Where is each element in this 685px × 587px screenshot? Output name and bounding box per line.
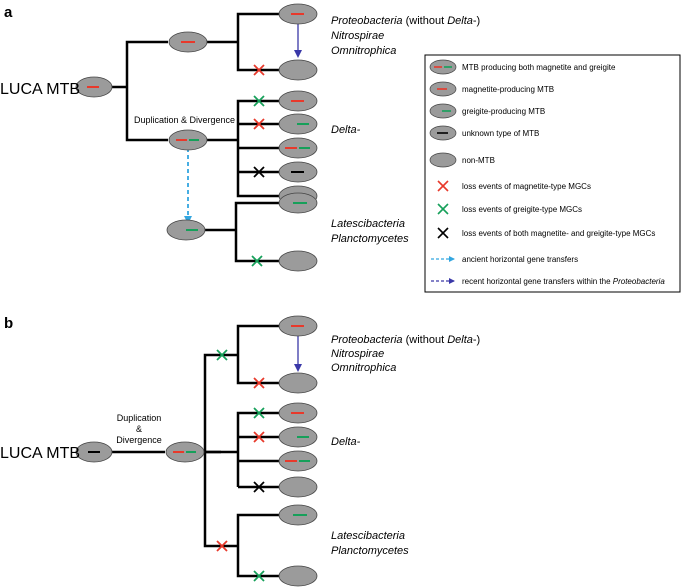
leaf-b-delta-3 <box>278 450 318 472</box>
legend-label: unknown type of MTB <box>462 129 539 138</box>
leaf-b-delta-2 <box>278 426 318 448</box>
legend-symbol-loss-magnetite <box>437 180 449 192</box>
legend-symbol-unknown <box>429 125 457 141</box>
legend-label: recent horizontal gene transfers within … <box>462 277 665 286</box>
svg-text:&: & <box>136 424 142 434</box>
leaf-a-latesci-2 <box>278 250 318 272</box>
legend-box <box>424 54 681 293</box>
group-label-proteobacteria: Proteobacteria (without Delta-) <box>331 15 480 27</box>
loss-greigite-marker <box>216 349 228 361</box>
group-label-latescibacteria: Latescibacteria <box>331 218 405 230</box>
legend-symbol-loss-both <box>437 227 449 239</box>
legend-label: magnetite-producing MTB <box>462 85 554 94</box>
legend-label: loss events of greigite-type MGCs <box>462 205 582 214</box>
loss-magnetite-marker <box>253 431 265 443</box>
node-luca-unknown <box>75 441 113 463</box>
legend-label: ancient horizontal gene transfers <box>462 255 578 264</box>
leaf-a-proteo-2 <box>278 59 318 81</box>
loss-greigite-marker <box>253 95 265 107</box>
loss-both-marker <box>253 481 265 493</box>
node-a-top-internal <box>168 31 208 53</box>
panel-a-duplication-label: Duplication & Divergence <box>134 115 235 125</box>
loss-greigite-marker <box>253 407 265 419</box>
legend-label: MTB producing both magnetite and greigit… <box>462 63 616 72</box>
panel-b: b <box>0 315 480 587</box>
panel-a-root-label: LUCA MTB <box>0 81 80 98</box>
panel-b-label: b <box>4 315 13 332</box>
loss-magnetite-marker <box>216 540 228 552</box>
legend-symbol-non-mtb <box>429 152 457 168</box>
group-label-proteobacteria: Proteobacteria (without Delta-) <box>331 334 480 346</box>
group-label-planctomycetes: Planctomycetes <box>331 545 409 557</box>
leaf-a-delta-4 <box>278 161 318 183</box>
svg-text:Duplication: Duplication <box>117 413 162 423</box>
panel-a-nodes <box>75 3 318 272</box>
group-label-nitrospirae: Nitrospirae <box>331 30 384 42</box>
leaf-b-proteo-2 <box>278 372 318 394</box>
leaf-b-delta-1 <box>278 402 318 424</box>
group-label-latescibacteria: Latescibacteria <box>331 530 405 542</box>
leaf-b-latesci-2 <box>278 565 318 587</box>
legend-symbol-greigite <box>429 103 457 119</box>
loss-magnetite-marker <box>253 64 265 76</box>
node-a-latesci-internal <box>166 219 206 241</box>
leaf-a-delta-2 <box>278 113 318 135</box>
loss-greigite-marker <box>251 255 263 267</box>
panel-b-nodes <box>75 315 318 587</box>
leaf-a-delta-3 <box>278 137 318 159</box>
leaf-b-latesci-1 <box>278 504 318 526</box>
leaf-b-proteo-1 <box>278 315 318 337</box>
group-label-delta: Delta- <box>331 436 361 448</box>
leaf-a-proteo-1 <box>278 3 318 25</box>
panel-b-losses <box>216 349 265 582</box>
loss-greigite-marker <box>253 570 265 582</box>
legend-symbol-loss-greigite <box>437 203 449 215</box>
leaf-a-latesci-1 <box>278 192 318 214</box>
panel-a-losses <box>251 64 265 267</box>
legend: MTB producing both magnetite and greigit… <box>424 54 681 293</box>
loss-magnetite-marker <box>253 118 265 130</box>
loss-magnetite-marker <box>253 377 265 389</box>
panel-b-duplication-label: Duplication & Divergence <box>116 413 162 445</box>
legend-label: greigite-producing MTB <box>462 107 545 116</box>
group-label-omnitrophica: Omnitrophica <box>331 362 396 374</box>
node-luca-magnetite <box>75 76 113 98</box>
panel-b-root-label: LUCA MTB <box>0 445 80 462</box>
panel-a-label: a <box>4 4 13 21</box>
node-b-dup <box>165 441 205 463</box>
node-a-dup <box>168 129 208 151</box>
group-label-nitrospirae: Nitrospirae <box>331 348 384 360</box>
legend-label: loss events of both magnetite- and greig… <box>462 229 655 238</box>
legend-label: loss events of magnetite-type MGCs <box>462 182 591 191</box>
panel-a: a <box>0 3 480 272</box>
group-label-omnitrophica: Omnitrophica <box>331 45 396 57</box>
legend-symbol-both <box>429 59 457 75</box>
leaf-a-delta-1 <box>278 90 318 112</box>
svg-text:Divergence: Divergence <box>116 435 162 445</box>
group-label-delta: Delta- <box>331 124 361 136</box>
legend-symbol-magnetite <box>429 81 457 97</box>
loss-both-marker <box>253 166 265 178</box>
legend-labels: MTB producing both magnetite and greigit… <box>462 63 665 286</box>
legend-label: non-MTB <box>462 156 495 165</box>
leaf-b-delta-4 <box>278 476 318 498</box>
group-label-planctomycetes: Planctomycetes <box>331 233 409 245</box>
